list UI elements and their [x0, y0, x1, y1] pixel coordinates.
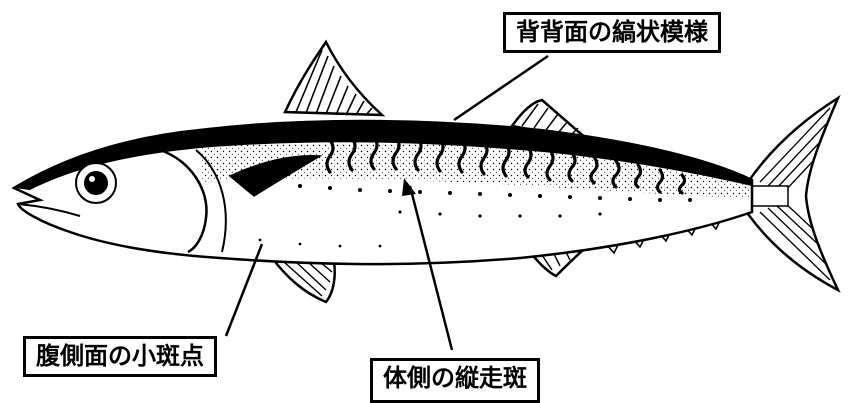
label-ventral-spots: 腹側面の小斑点	[23, 336, 217, 377]
caudal-fin	[748, 98, 838, 290]
pelvic-fin	[272, 258, 335, 302]
eye	[76, 163, 116, 203]
first-dorsal-fin	[285, 42, 382, 115]
label-lateral-stripe: 体側の縦走斑	[370, 358, 540, 403]
label-dorsal-pattern: 背背面の縞状模様	[503, 12, 721, 53]
